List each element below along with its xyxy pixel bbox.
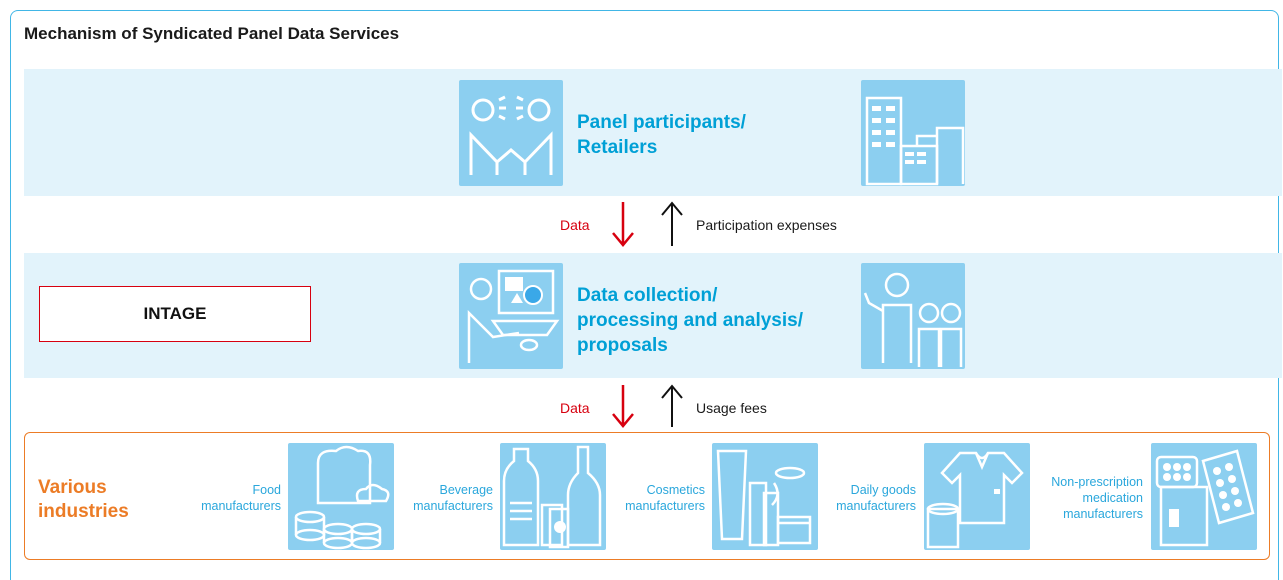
retail-buildings-icon xyxy=(861,80,965,186)
cosmetics-icon xyxy=(712,443,818,550)
medication-label-line3: manufacturers xyxy=(1063,507,1143,521)
industries-panel xyxy=(24,432,1270,560)
participation-expenses-label: Participation expenses xyxy=(696,217,837,233)
presenter-icon xyxy=(861,263,965,369)
intage-box: INTAGE xyxy=(39,286,311,342)
medication-label-line2: medication xyxy=(1082,491,1143,505)
cosmetics-label-line2: manufacturers xyxy=(625,499,705,513)
collection-label-line3: proposals xyxy=(577,335,668,356)
industries-title-line1: Various xyxy=(38,477,107,498)
daily-goods-label-line2: manufacturers xyxy=(836,499,916,513)
collection-label-line1: Data collection/ xyxy=(577,285,718,306)
data-down-arrow-icon xyxy=(612,202,634,247)
cosmetics-manufacturers-label: Cosmetics manufacturers xyxy=(602,482,705,514)
panel-participants-label: Panel participants/ Retailers xyxy=(577,110,746,160)
cosmetics-label-line1: Cosmetics xyxy=(646,483,705,497)
food-icon xyxy=(288,443,394,550)
data-down-arrow-icon xyxy=(612,385,634,428)
diagram-title: Mechanism of Syndicated Panel Data Servi… xyxy=(24,24,400,43)
panel-label-line2: Retailers xyxy=(577,137,658,158)
beverage-label-line1: Beverage xyxy=(439,483,493,497)
industries-title: Various industries xyxy=(38,476,129,524)
panel-participants-band xyxy=(24,69,1282,196)
panel-label-line1: Panel participants/ xyxy=(577,112,746,133)
food-label-line2: manufacturers xyxy=(201,499,281,513)
beverage-manufacturers-label: Beverage manufacturers xyxy=(390,482,493,514)
medication-icon xyxy=(1151,443,1257,550)
fees-up-arrow-icon xyxy=(661,384,683,427)
data-collection-label: Data collection/ processing and analysis… xyxy=(577,283,803,358)
industries-title-line2: industries xyxy=(38,501,129,522)
upper-data-label: Data xyxy=(560,217,590,233)
lower-data-label: Data xyxy=(560,400,590,416)
computer-analysis-icon xyxy=(459,263,563,369)
daily-goods-manufacturers-label: Daily goods manufacturers xyxy=(813,482,916,514)
daily-goods-icon xyxy=(924,443,1030,550)
daily-goods-label-line1: Daily goods xyxy=(850,483,916,497)
expenses-up-arrow-icon xyxy=(661,201,683,246)
beverage-label-line2: manufacturers xyxy=(413,499,493,513)
usage-fees-label: Usage fees xyxy=(696,400,767,416)
medication-label-line1: Non-prescription xyxy=(1051,475,1143,489)
meeting-people-icon xyxy=(459,80,563,186)
food-label-line1: Food xyxy=(252,483,282,497)
beverage-icon xyxy=(500,443,606,550)
collection-label-line2: processing and analysis/ xyxy=(577,310,803,331)
food-manufacturers-label: Food manufacturers xyxy=(178,482,281,514)
medication-manufacturers-label: Non-prescription medication manufacturer… xyxy=(1028,474,1143,522)
